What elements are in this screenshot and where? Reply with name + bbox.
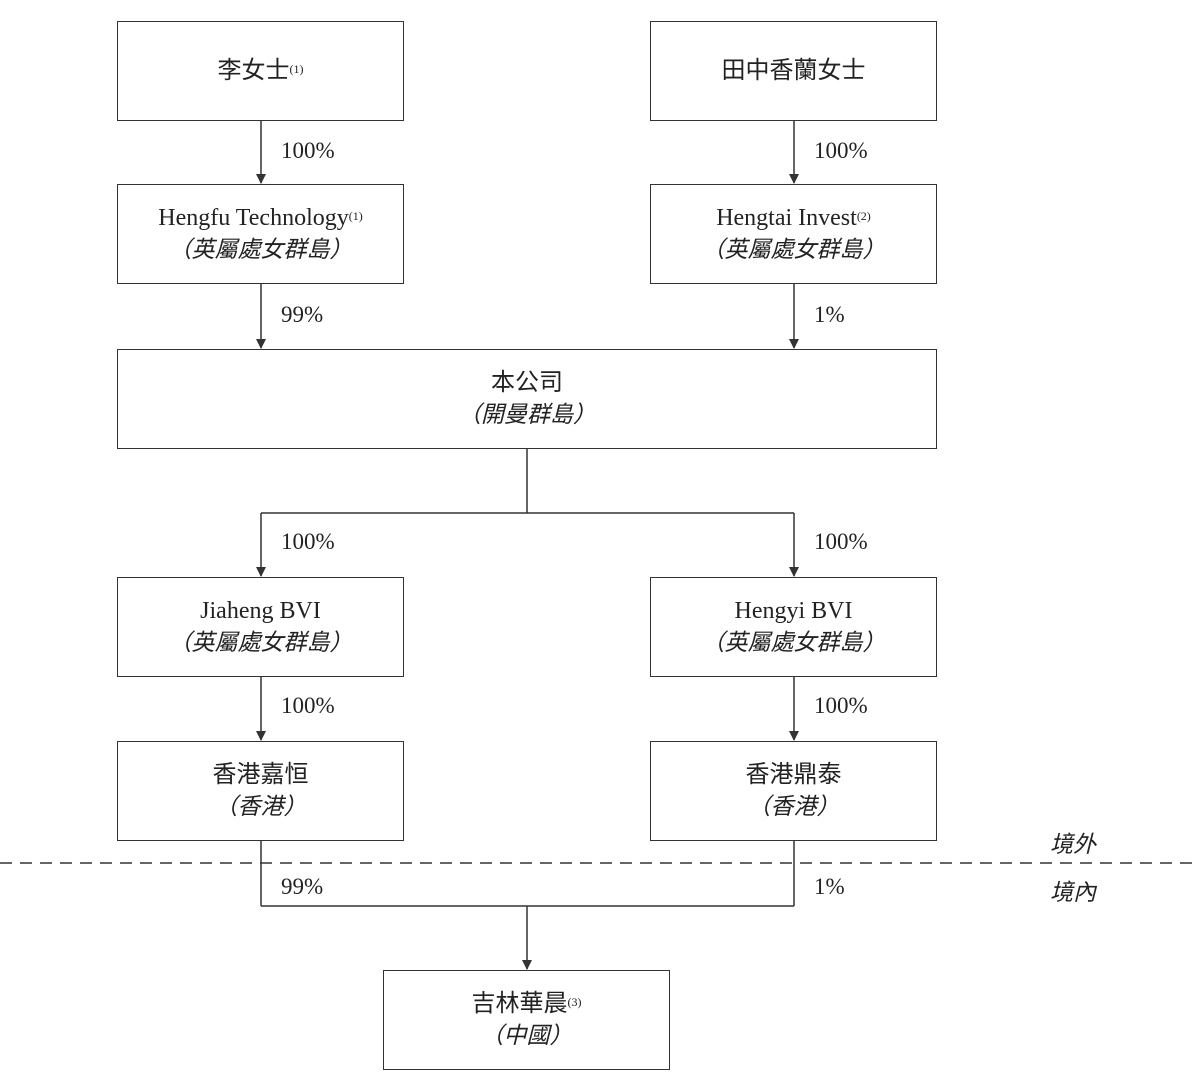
entity-name: 本公司 (491, 370, 563, 396)
entity-jiaheng-bvi: Jiaheng BVI （英屬處女群島） (117, 577, 404, 677)
entity-name: Hengtai Invest(2) (716, 205, 871, 231)
region-offshore-label: 境外 (1050, 832, 1096, 857)
entity-jurisdiction: （香港） (747, 794, 840, 819)
footnote-ref: (1) (348, 209, 363, 223)
entity-hengtai-invest: Hengtai Invest(2) （英屬處女群島） (650, 184, 937, 284)
entity-jurisdiction: （英屬處女群島） (701, 237, 886, 262)
entity-jurisdiction: （英屬處女群島） (168, 630, 353, 655)
entity-jurisdiction: （中國） (480, 1023, 573, 1048)
entity-jurisdiction: （香港） (214, 794, 307, 819)
entity-ms-tanaka: 田中香蘭女士 (650, 21, 937, 121)
footnote-ref: (3) (567, 995, 582, 1009)
pct-hengtai-company: 1% (814, 302, 845, 327)
pct-hengyi-hkdingtai: 100% (814, 693, 868, 718)
entity-jurisdiction: （英屬處女群島） (168, 237, 353, 262)
entity-name: 田中香蘭女士 (721, 58, 866, 84)
entity-hk-dingtai: 香港鼎泰 （香港） (650, 741, 937, 841)
entity-company: 本公司 （開曼群島） (117, 349, 937, 449)
entity-hk-jiaheng: 香港嘉恒 （香港） (117, 741, 404, 841)
pct-hengfu-company: 99% (281, 302, 324, 327)
pct-hkdingtai-jilin: 1% (814, 874, 845, 899)
entity-jurisdiction: （開曼群島） (458, 402, 596, 427)
entity-jilin-huachen: 吉林華晨(3) （中國） (383, 970, 670, 1070)
pct-jiaheng-hkjiaheng: 100% (281, 693, 335, 718)
entity-hengyi-bvi: Hengyi BVI （英屬處女群島） (650, 577, 937, 677)
entity-ms-li: 李女士(1) (117, 21, 404, 121)
entity-name: 香港嘉恒 (212, 762, 309, 788)
pct-hkjiaheng-jilin: 99% (281, 874, 324, 899)
footnote-ref: (1) (289, 62, 304, 76)
footnote-ref: (2) (856, 209, 871, 223)
region-onshore-label: 境內 (1050, 880, 1096, 905)
pct-li-hengfu: 100% (281, 138, 335, 163)
entity-jurisdiction: （英屬處女群島） (701, 630, 886, 655)
pct-tanaka-hengtai: 100% (814, 138, 868, 163)
entity-name: 吉林華晨(3) (471, 991, 582, 1017)
entity-name: Hengyi BVI (734, 598, 853, 624)
entity-name: 李女士(1) (217, 58, 304, 84)
pct-company-jiaheng: 100% (281, 529, 335, 554)
entity-name: 香港鼎泰 (745, 762, 842, 788)
entity-hengfu-technology: Hengfu Technology(1) （英屬處女群島） (117, 184, 404, 284)
entity-name: Jiaheng BVI (200, 598, 321, 624)
entity-name: Hengfu Technology(1) (158, 205, 363, 231)
pct-company-hengyi: 100% (814, 529, 868, 554)
